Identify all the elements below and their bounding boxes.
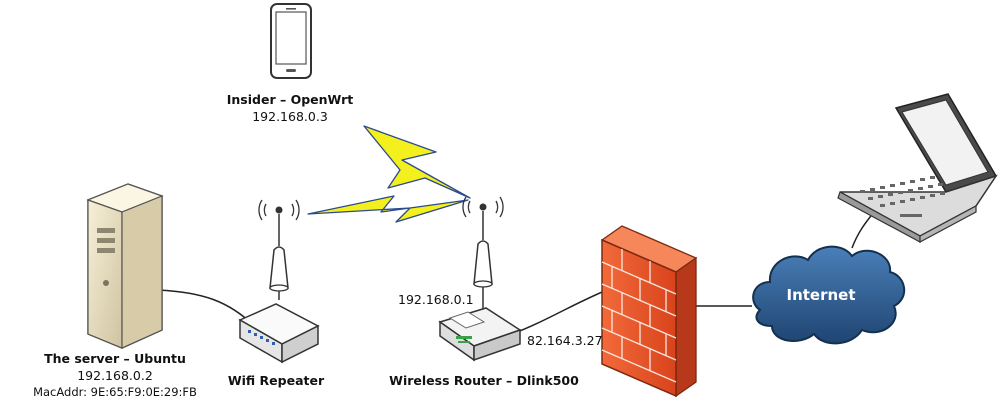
repeater-antenna-icon <box>258 199 300 300</box>
phone-name-label: Insider – OpenWrt <box>226 92 354 107</box>
router-wan-ip-label: 82.164.3.27 <box>527 333 603 348</box>
server-ip-label: 192.168.0.2 <box>77 368 153 383</box>
router-name-label: Wireless Router – Dlink500 <box>389 373 579 388</box>
router-antenna-icon <box>462 196 504 312</box>
server-icon <box>86 183 164 349</box>
wireless-link-phone-router <box>363 125 471 199</box>
repeater-name-label: Wifi Repeater <box>227 373 325 388</box>
internet-label: Internet <box>786 286 856 304</box>
link-internet-laptop <box>851 211 875 249</box>
wireless-link-repeater-router <box>307 195 469 223</box>
phone-ip-label: 192.168.0.3 <box>252 109 328 124</box>
smartphone-icon <box>270 3 312 79</box>
router-icon <box>438 307 522 362</box>
firewall-icon <box>600 225 698 398</box>
server-name-label: The server – Ubuntu <box>44 351 186 366</box>
laptop-icon <box>837 93 998 244</box>
router-lan-ip-label: 192.168.0.1 <box>398 292 474 307</box>
server-mac-label: MacAddr: 9E:65:F9:0E:29:FB <box>33 385 197 399</box>
repeater-icon <box>238 303 320 364</box>
internet-cloud-icon <box>752 245 905 345</box>
link-router-firewall <box>511 287 613 335</box>
